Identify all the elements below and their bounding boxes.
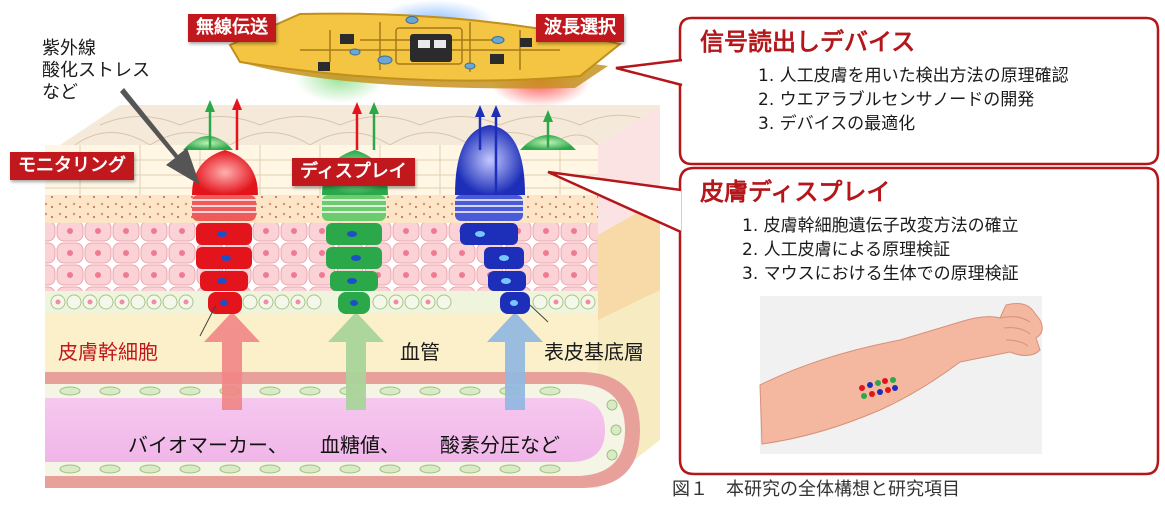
skin-display-item: 3. マウスにおける生体での原理検証 — [742, 264, 1019, 284]
stress-label-line1: 紫外線 — [42, 38, 96, 59]
blood-vessel-label: 血管 — [400, 340, 440, 364]
arm-photo — [759, 296, 1043, 454]
figure-caption: 図１ 本研究の全体構想と研究項目 — [672, 479, 960, 500]
monitoring-tag: モニタリング — [10, 152, 134, 180]
arm-dots — [859, 377, 898, 399]
wireless-transmission-tag: 無線伝送 — [188, 14, 276, 42]
blood-glucose-label: 血糖値、 — [320, 433, 400, 457]
basal-layer-leader — [529, 304, 549, 323]
stress-label-line2: 酸化ストレス — [42, 60, 150, 81]
skin-display-item: 2. 人工皮膚による原理検証 — [742, 240, 951, 260]
basal-layer-label: 表皮基底層 — [544, 340, 644, 364]
blue-cell-column — [455, 125, 530, 314]
callout-reader-frame — [615, 16, 1160, 166]
stress-label-line3: など — [42, 82, 78, 103]
blood-vessel — [45, 372, 640, 488]
signal-reader-items: 1. 人工皮膚を用いた検出方法の原理確認 2. ウエアラブルセンサノードの開発 … — [758, 64, 1069, 136]
wavelength-selection-tag: 波長選択 — [536, 14, 624, 42]
stem-cell-leader — [199, 304, 217, 337]
signal-reader-title: 信号読出しデバイス — [700, 28, 916, 56]
signal-reader-device — [228, 12, 623, 89]
display-tag: ディスプレイ — [292, 158, 415, 186]
emission-arrows — [205, 98, 553, 195]
stress-arrow — [120, 88, 200, 185]
skin-display-items: 1. 皮膚幹細胞遺伝子改変方法の確立 2. 人工皮膚による原理検証 3. マウス… — [742, 214, 1019, 286]
oxygen-pressure-label: 酸素分圧など — [440, 433, 560, 457]
skin-display-item: 1. 皮膚幹細胞遺伝子改変方法の確立 — [742, 216, 1019, 236]
stem-cell-label: 皮膚幹細胞 — [58, 340, 158, 364]
green-dome-left — [183, 136, 233, 150]
biomarker-arrows — [204, 312, 543, 410]
red-cell-column — [192, 150, 258, 314]
signal-reader-item: 3. デバイスの最適化 — [758, 114, 916, 134]
skin-display-title: 皮膚ディスプレイ — [700, 178, 891, 206]
signal-reader-item: 2. ウエアラブルセンサノードの開発 — [758, 90, 1035, 110]
biomarker-label: バイオマーカー、 — [128, 433, 288, 457]
signal-reader-item: 1. 人工皮膚を用いた検出方法の原理確認 — [758, 66, 1069, 86]
